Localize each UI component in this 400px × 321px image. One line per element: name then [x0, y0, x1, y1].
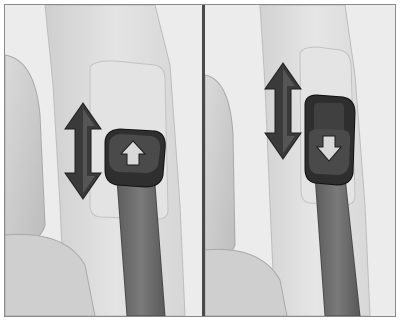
- left-panel-illustration: [5, 5, 202, 316]
- panel-right-belt-down: [205, 5, 395, 316]
- right-panel-illustration: [205, 5, 395, 316]
- panel-left-belt-up: [5, 5, 202, 316]
- right-adjuster-slot: [314, 103, 344, 133]
